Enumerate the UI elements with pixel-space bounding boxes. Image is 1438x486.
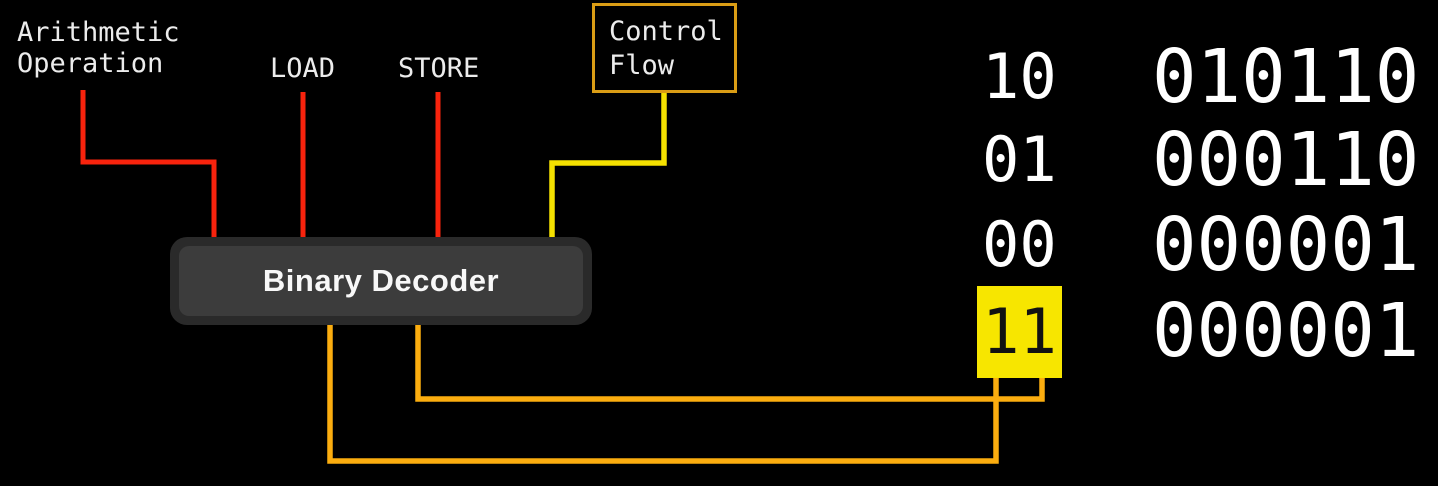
table-row-code-highlighted: 11 xyxy=(977,286,1062,378)
wire-control-flow xyxy=(549,93,667,242)
table-row-code: 01 xyxy=(982,123,1057,196)
binary-decoder-label: Binary Decoder xyxy=(262,263,500,298)
wire-output-left xyxy=(327,320,999,464)
table-row-code: 10 xyxy=(982,40,1057,113)
label-store: STORE xyxy=(398,53,480,84)
table-row-output: 000001 xyxy=(1152,288,1420,374)
wire-arithmetic-operation xyxy=(80,90,217,242)
control-flow-box: Control Flow xyxy=(592,3,737,93)
binary-decoder-panel: Binary Decoder xyxy=(179,246,583,316)
table-row-output: 010110 xyxy=(1152,34,1420,120)
wire-output-right xyxy=(415,320,1045,402)
binary-decoder-block: Binary Decoder xyxy=(170,237,592,325)
label-load: LOAD xyxy=(270,53,336,84)
table-row-output: 000001 xyxy=(1152,202,1420,288)
table-row-output: 000110 xyxy=(1152,117,1420,203)
label-arithmetic-operation: Arithmetic Operation xyxy=(17,17,180,79)
table-row-code: 00 xyxy=(982,208,1057,281)
